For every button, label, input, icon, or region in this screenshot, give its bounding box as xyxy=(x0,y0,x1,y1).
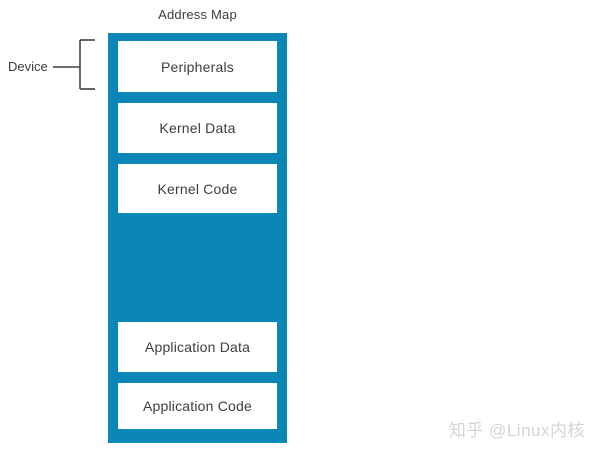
device-label: Device xyxy=(8,59,48,74)
block-label: Application Data xyxy=(144,339,251,355)
block-application-data: Application Data xyxy=(118,322,277,372)
block-application-code: Application Code xyxy=(118,383,277,429)
block-label: Kernel Data xyxy=(159,120,236,136)
device-bracket xyxy=(53,39,95,90)
block-label: Kernel Code xyxy=(157,180,238,197)
block-label: Application Code xyxy=(142,398,253,414)
diagram-title: Address Map xyxy=(158,7,237,22)
watermark: 知乎 @Linux内核 xyxy=(448,421,585,440)
block-kernel-code: Kernel Code xyxy=(118,164,277,213)
block-peripherals: Peripherals xyxy=(118,41,277,92)
address-map-column: Peripherals Kernel Data Kernel Code Appl… xyxy=(108,33,287,443)
block-kernel-data: Kernel Data xyxy=(118,103,277,153)
block-label: Peripherals xyxy=(160,58,234,75)
